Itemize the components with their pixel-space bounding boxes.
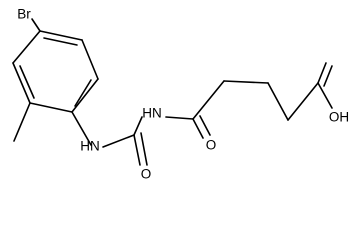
chemical-structure: Br HN HN O O OH — [12, 7, 349, 182]
bond-ring-to-amide-n — [71, 111, 92, 146]
imide-oxygen-label: O — [206, 138, 217, 153]
bond-ring-c1-c2 — [12, 30, 41, 64]
bond-imide-n-to-carbonyl-c — [165, 116, 194, 120]
bond-ring-c6-c1 — [39, 30, 83, 41]
bond-methyl — [13, 102, 31, 142]
amide-nh-label: HN — [80, 139, 100, 154]
bond-ring-c3-c4 — [29, 102, 73, 113]
bond-ring-inner-2 — [74, 79, 92, 107]
bond-chain-4 — [287, 82, 319, 121]
bonds — [12, 18, 333, 166]
bond-carbonyl-c-to-oxygen-a — [192, 118, 204, 139]
acid-hydroxyl-label: OH — [329, 110, 349, 125]
imide-nh-label: HN — [142, 106, 162, 121]
bond-ring-inner-1 — [19, 65, 35, 99]
urea-oxygen-label: O — [141, 167, 152, 182]
bond-chain-2 — [223, 80, 269, 84]
bond-acid-c-to-oxygen-a — [317, 62, 327, 84]
bond-amide-n-to-urea-c — [102, 134, 135, 148]
bond-bromine — [31, 18, 41, 32]
atom-labels: Br HN HN O O OH — [17, 7, 349, 182]
bond-urea-c-to-imide-n — [133, 116, 143, 136]
bond-chain-1 — [192, 80, 225, 120]
bond-ring-c4-c5 — [71, 78, 99, 113]
bond-ring-c2-c3 — [12, 62, 31, 104]
bond-acid-c-to-hydroxyl — [317, 82, 333, 109]
bond-ring-c5-c6 — [81, 39, 99, 80]
bromine-label: Br — [17, 7, 31, 22]
bond-urea-c-to-oxygen-b — [140, 132, 148, 166]
bond-urea-c-to-oxygen-a — [133, 134, 141, 166]
bond-ring-inner-3 — [43, 37, 78, 46]
bond-carbonyl-c-to-oxygen-b — [199, 115, 211, 136]
bond-acid-c-to-oxygen-b — [323, 65, 333, 87]
bond-chain-3 — [267, 82, 289, 121]
